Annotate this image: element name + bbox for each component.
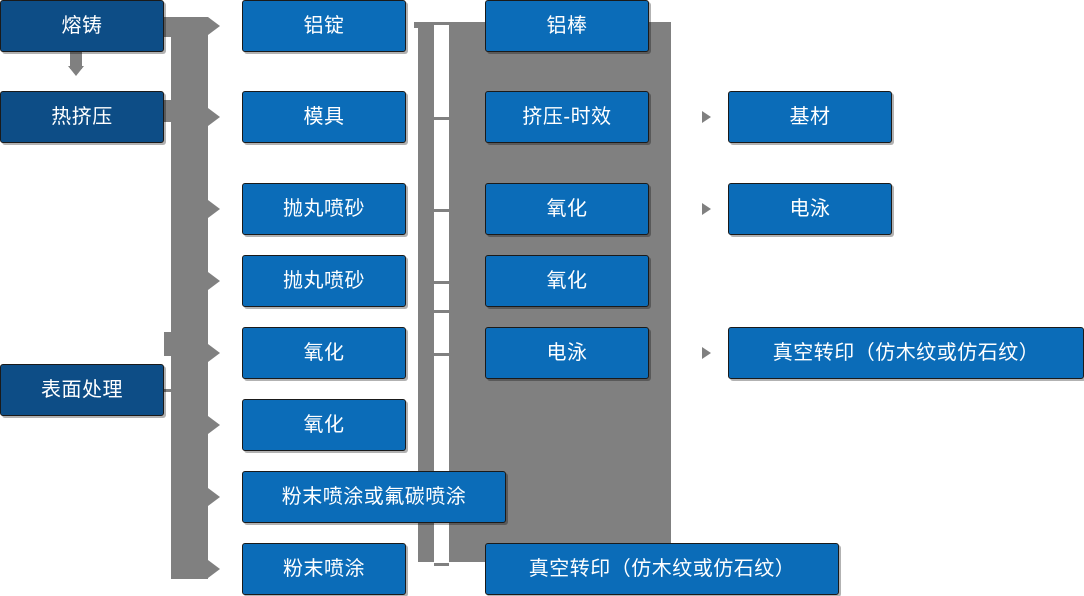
- arrow-to-col4-substrate: [702, 111, 711, 123]
- connector-band-left-mid-stub: [164, 100, 208, 122]
- arrow-melting-to-extrude: [68, 66, 84, 76]
- col4-substrate[interactable]: 基材: [728, 91, 892, 143]
- arrow-to-col4-electro: [702, 203, 711, 215]
- col4-electro[interactable]: 电泳: [728, 183, 892, 235]
- arrow-to-col2-6: [208, 416, 220, 434]
- col3-extrude-age[interactable]: 挤压-时效: [485, 91, 649, 143]
- connector-tie-3: [434, 209, 449, 212]
- arrow-to-col2-7: [208, 488, 220, 506]
- arrow-to-col2-5: [208, 344, 220, 362]
- connector-band-left-top-stub: [164, 17, 208, 37]
- arrow-to-col4-vacuum: [702, 347, 711, 359]
- arrow-to-col2-4: [208, 272, 220, 290]
- col2-mold[interactable]: 模具: [242, 91, 406, 143]
- stage-extrude[interactable]: 热挤压: [0, 91, 164, 143]
- col2-shotblast-2[interactable]: 抛丸喷砂: [242, 255, 406, 307]
- col2-powder[interactable]: 粉末喷涂: [242, 543, 406, 595]
- arrow-to-col2-1: [208, 17, 220, 35]
- col2-powder-fluoro[interactable]: 粉末喷涂或氟碳喷涂: [242, 471, 506, 523]
- col3-oxidation-2[interactable]: 氧化: [485, 255, 649, 307]
- arrow-to-col2-2: [208, 108, 220, 126]
- col3-oxidation-1[interactable]: 氧化: [485, 183, 649, 235]
- col3-bar[interactable]: 铝棒: [485, 0, 649, 52]
- stage-surface[interactable]: 表面处理: [0, 364, 164, 416]
- col2-ingot[interactable]: 铝锭: [242, 0, 406, 52]
- col4-vacuum[interactable]: 真空转印（仿木纹或仿石纹）: [728, 327, 1084, 379]
- col2-oxidation-1[interactable]: 氧化: [242, 327, 406, 379]
- connector-band-mid-left: [418, 22, 434, 562]
- connector-tie-1: [434, 22, 449, 25]
- connector-tie-7: [434, 310, 449, 313]
- connector-tie-5: [434, 353, 449, 356]
- col3-electro[interactable]: 电泳: [485, 327, 649, 379]
- arrow-to-col2-3: [208, 200, 220, 218]
- connector-tie-4: [434, 281, 449, 284]
- stage-melting[interactable]: 熔铸: [0, 0, 164, 52]
- connector-tie-2: [434, 117, 449, 120]
- connector-band-mid-left-cap: [414, 22, 434, 28]
- col3-vacuum[interactable]: 真空转印（仿木纹或仿石纹）: [485, 543, 839, 595]
- connector-band-surface-notch: [164, 332, 172, 356]
- arrow-to-col2-8: [208, 560, 220, 578]
- col2-oxidation-2[interactable]: 氧化: [242, 399, 406, 451]
- connector-band-mid-gap: [434, 310, 449, 316]
- col2-shotblast-1[interactable]: 抛丸喷砂: [242, 183, 406, 235]
- connector-tie-6: [434, 563, 449, 566]
- connector-surface-to-band: [164, 389, 192, 392]
